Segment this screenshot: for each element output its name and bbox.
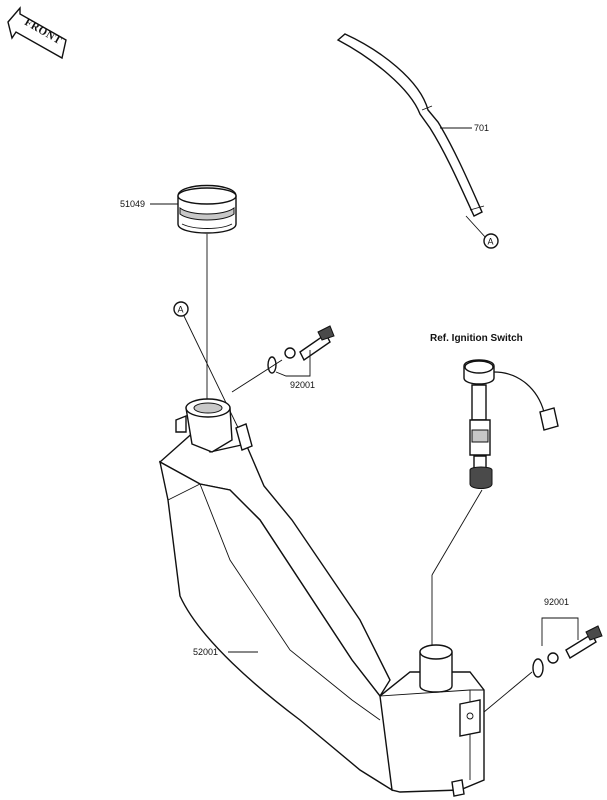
front-arrow-icon: FRONT <box>7 6 67 60</box>
bolt-lower-guide-line <box>483 671 533 713</box>
hose-route-line <box>183 315 245 441</box>
ref-note: Ref. Ignition Switch <box>430 333 523 344</box>
bolt-group-upper <box>267 325 335 374</box>
bolt-group-lower <box>532 625 603 678</box>
bolt-lower-bracket <box>541 617 579 646</box>
bolt-upper-bracket <box>275 350 311 377</box>
callout-bolt-upper: 92001 <box>290 380 315 390</box>
callout-tank: 52001 <box>193 647 218 657</box>
svg-text:A: A <box>488 237 494 247</box>
fuel-tank <box>158 398 485 797</box>
connection-mark-a-hose: A <box>483 233 499 249</box>
filler-cap <box>177 184 237 234</box>
callout-cap: 51049 <box>120 199 145 209</box>
level-sender <box>463 359 559 489</box>
callout-bolt-lower: 92001 <box>544 597 569 607</box>
sender-guide-line <box>431 489 483 576</box>
callout-hose: 701 <box>474 123 489 133</box>
breather-hose <box>336 33 487 239</box>
connection-mark-a-tank: A <box>173 301 189 317</box>
svg-text:A: A <box>178 305 184 315</box>
bolt-upper-guide-line <box>231 359 283 393</box>
